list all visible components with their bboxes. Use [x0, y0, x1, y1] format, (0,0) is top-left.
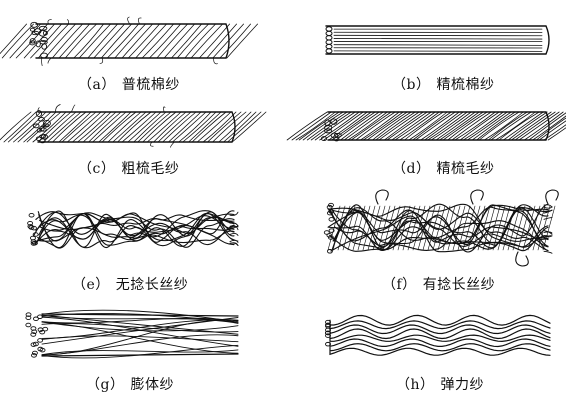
caption-label-e: （e） [72, 277, 110, 293]
caption-g: （g） 膨体纱 [86, 374, 174, 394]
caption-label-c: （c） [78, 161, 116, 177]
caption-f: （f） 有捻长丝纱 [382, 274, 495, 294]
caption-d: （d） 精梳毛纱 [392, 158, 494, 178]
yarn-illustration-a [0, 16, 258, 66]
caption-text-e: 无捻长丝纱 [115, 277, 189, 293]
caption-text-a: 普梳棉纱 [121, 77, 180, 93]
caption-label-g: （g） [86, 377, 125, 393]
caption-e: （e） 无捻长丝纱 [72, 274, 188, 294]
yarn-illustration-c [0, 104, 267, 148]
caption-text-h: 弹力纱 [440, 377, 485, 393]
caption-text-c: 粗梳毛纱 [121, 161, 180, 177]
caption-c: （c） 粗梳毛纱 [78, 158, 179, 178]
yarn-illustration-d [286, 111, 566, 142]
caption-text-d: 精梳毛纱 [436, 161, 495, 177]
caption-text-g: 膨体纱 [130, 377, 174, 393]
caption-b: （b） 精梳棉纱 [392, 74, 494, 94]
caption-text-f: 有捻长丝纱 [422, 277, 496, 293]
yarn-illustration-f [323, 189, 559, 267]
caption-label-b: （b） [392, 77, 431, 93]
caption-text-b: 精梳棉纱 [436, 77, 495, 93]
caption-a: （a） 普梳棉纱 [78, 74, 180, 94]
caption-h: （h） 弹力纱 [396, 374, 484, 394]
yarn-illustration-e [27, 210, 239, 249]
caption-label-a: （a） [78, 77, 116, 93]
yarn-illustration-g [25, 309, 239, 359]
caption-label-h: （h） [396, 377, 435, 393]
caption-label-f: （f） [382, 277, 417, 293]
yarn-illustration-h [325, 314, 551, 356]
yarn-illustration-b [325, 25, 550, 55]
caption-label-d: （d） [392, 161, 431, 177]
